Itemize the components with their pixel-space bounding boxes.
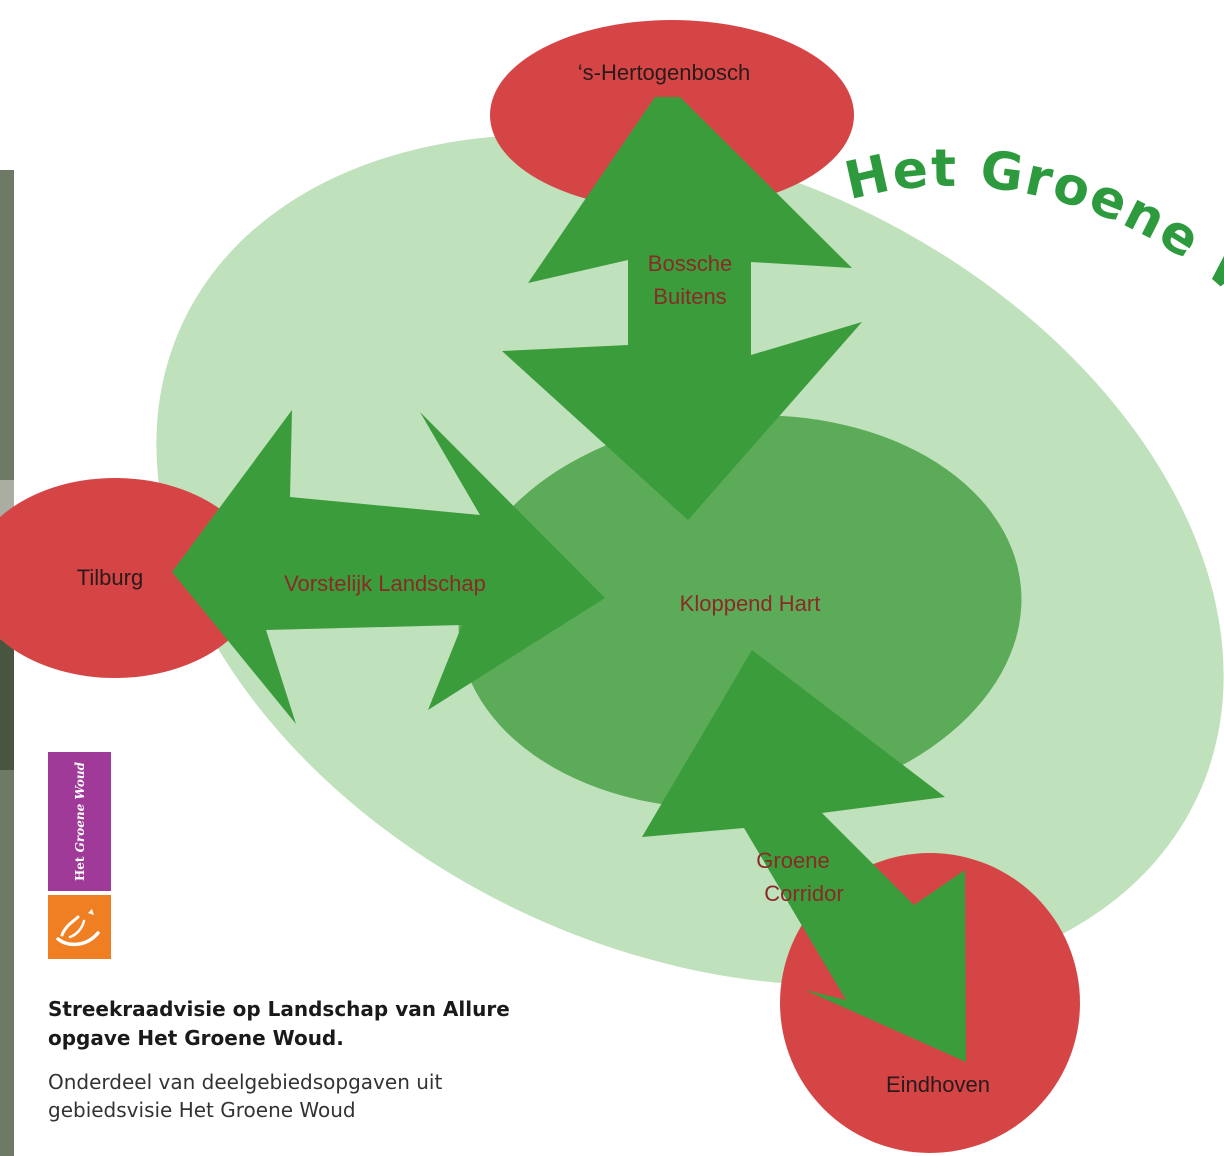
label-groene-corridor-line1: Groene [756,848,829,873]
label-den-bosch: ‘s-Hertogenbosch [578,60,750,85]
brand-logo-banner [48,752,111,891]
document-title-line2: opgave Het Groene Woud. [48,1026,344,1050]
background-photo-strip-detail [0,640,14,770]
label-vorstelijk-landschap: Vorstelijk Landschap [284,571,486,596]
label-bossche-buitens-line1: Bossche [648,251,732,276]
arrow-vorstelijk-landschap [172,410,605,724]
brand-mark-icon [48,895,111,959]
document-title-line1: Streekraadvisie op Landschap van Allure [48,997,510,1021]
brand-logo-text: Het Groene Woud [48,752,111,891]
city-tilburg [0,478,260,678]
label-bossche-buitens-line2: Buitens [653,284,726,309]
label-eindhoven: Eindhoven [886,1072,990,1097]
region-kloppend-hart [458,415,1022,809]
brand-logo-name: Groene Woud [72,761,87,853]
document-subtitle-line1: Onderdeel van deelgebiedsopgaven uit [48,1070,443,1094]
arrow-groene-corridor [642,650,966,1062]
label-groene-corridor-line2: Corridor [764,881,843,906]
label-kloppend-hart: Kloppend Hart [680,591,821,616]
label-tilburg: Tilburg [77,565,143,590]
document-title: Streekraadvisie op Landschap van Allure … [48,995,568,1053]
document-subtitle: Onderdeel van deelgebiedsopgaven uit geb… [48,1068,568,1124]
brand-logo-prefix: Het [72,856,87,882]
document-subtitle-line2: gebiedsvisie Het Groene Woud [48,1098,356,1122]
arrow-bossche-buitens [502,97,862,520]
